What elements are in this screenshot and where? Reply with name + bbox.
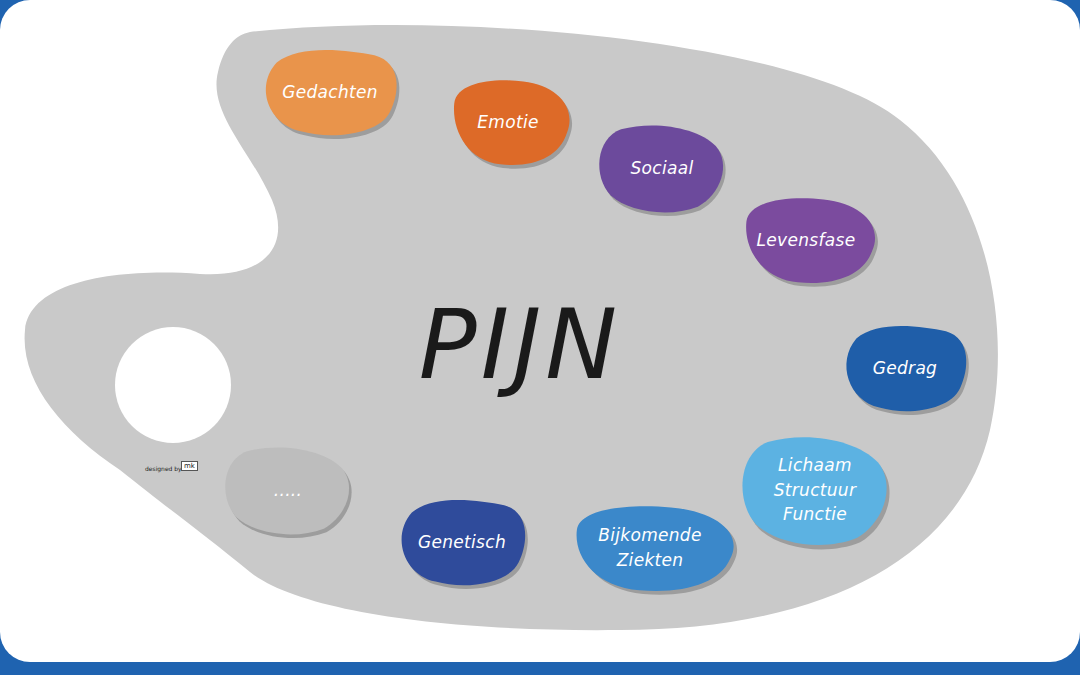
credit-text: designed by xyxy=(145,465,182,472)
blob-label: ..... xyxy=(274,478,303,503)
designer-logo: mk xyxy=(181,461,198,471)
blob-fill xyxy=(599,125,723,212)
blob-text: Genetisch xyxy=(418,530,506,555)
blob-fill xyxy=(746,198,875,283)
blob-label: Sociaal xyxy=(631,156,694,181)
paint-blob: Gedrag xyxy=(841,322,969,414)
blob-text: Gedachten xyxy=(282,80,378,105)
blob-fill xyxy=(266,50,397,135)
blob-label: Bijkomende Ziekten xyxy=(585,523,715,572)
palette-outline xyxy=(25,25,998,630)
thumb-hole xyxy=(115,327,231,443)
blob-label: Levensfase xyxy=(757,228,856,253)
blob-label: Lichaam Structuur Functie xyxy=(763,453,868,527)
blob-text: ..... xyxy=(274,478,303,503)
paint-blob: ..... xyxy=(224,444,352,536)
blob-text: Gedrag xyxy=(873,356,937,381)
blob-text: Bijkomende Ziekten xyxy=(585,523,715,572)
paint-blob: Gedachten xyxy=(260,46,400,138)
blob-fill xyxy=(225,447,349,534)
blob-fill xyxy=(742,437,886,545)
blob-text: Sociaal xyxy=(631,156,694,181)
blob-fill xyxy=(846,326,966,411)
blob-label: Emotie xyxy=(477,110,538,135)
palette-group xyxy=(25,25,998,630)
blob-text: Emotie xyxy=(477,110,538,135)
paint-blob: Emotie xyxy=(444,76,572,168)
paint-blob: Lichaam Structuur Functie xyxy=(741,433,890,547)
blob-label: Gedachten xyxy=(282,80,378,105)
blob-label: Genetisch xyxy=(418,530,506,555)
blob-fill xyxy=(577,506,734,591)
blob-fill xyxy=(454,80,570,165)
paint-blob: Genetisch xyxy=(396,496,528,588)
paint-blob: Levensfase xyxy=(735,194,878,286)
palette: PIJN GedachtenEmotieSociaalLevensfaseGedr… xyxy=(20,20,1010,635)
blob-text: Levensfase xyxy=(757,228,856,253)
paint-blob: Bijkomende Ziekten xyxy=(563,502,737,594)
blob-text: Lichaam Structuur Functie xyxy=(763,453,868,527)
paint-blob: Sociaal xyxy=(598,122,726,214)
blob-label: Gedrag xyxy=(873,356,937,381)
center-title: PIJN xyxy=(419,297,621,393)
blob-fill xyxy=(402,500,526,585)
blob-shape xyxy=(563,502,737,594)
